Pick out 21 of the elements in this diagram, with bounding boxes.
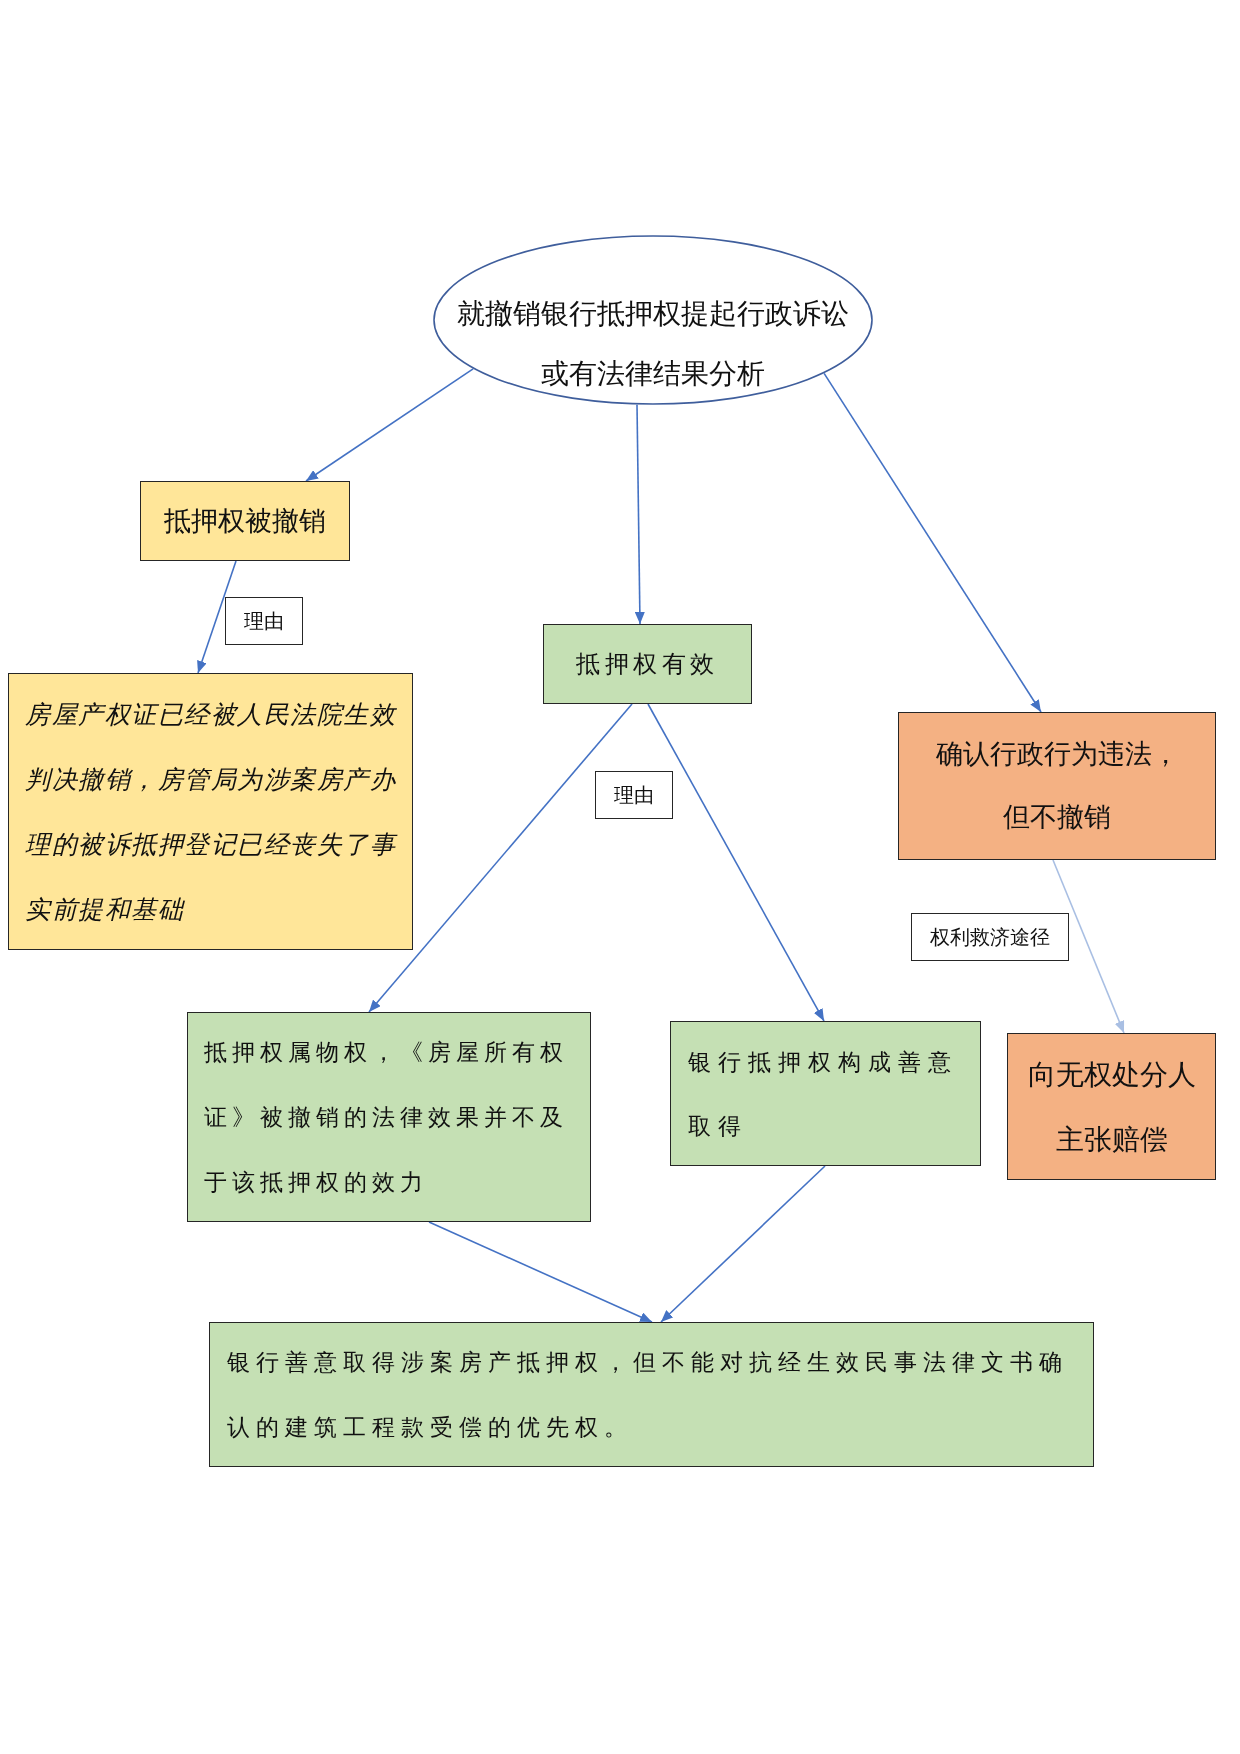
- arrow: [823, 372, 1042, 713]
- topic-ellipse: 就撤销银行抵押权提起行政诉讼或有法律结果分析: [433, 235, 873, 405]
- reason-box: 抵押权属物权，《房屋所有权证》被撤销的法律效果并不及于该抵押权的效力: [187, 1012, 591, 1222]
- arrow: [368, 703, 633, 1013]
- outcome-box: 抵押权有效: [543, 624, 752, 704]
- arrow: [647, 703, 825, 1022]
- arrow: [660, 1165, 826, 1323]
- outcome-box: 确认行政行为违法，但不撤销: [898, 712, 1216, 860]
- conclusion-box: 银行善意取得涉案房产抵押权，但不能对抗经生效民事法律文书确认的建筑工程款受偿的优先权。: [209, 1322, 1094, 1467]
- arrow: [305, 368, 474, 482]
- outcome-box: 抵押权被撤销: [140, 481, 350, 561]
- arrow: [428, 1221, 653, 1323]
- edge-label: 理由: [225, 597, 303, 645]
- arrow: [1052, 859, 1125, 1034]
- remedy-box: 向无权处分人主张赔偿: [1007, 1033, 1216, 1180]
- arrow: [197, 560, 237, 674]
- edge-label: 权利救济途径: [911, 913, 1069, 961]
- edge-label: 理由: [595, 771, 673, 819]
- reason-box: 房屋产权证已经被人民法院生效判决撤销，房管局为涉案房产办理的被诉抵押登记已经丧失了事实前提和基础: [8, 673, 413, 950]
- reason-box: 银行抵押权构成善意取得: [670, 1021, 981, 1166]
- arrow: [634, 404, 645, 625]
